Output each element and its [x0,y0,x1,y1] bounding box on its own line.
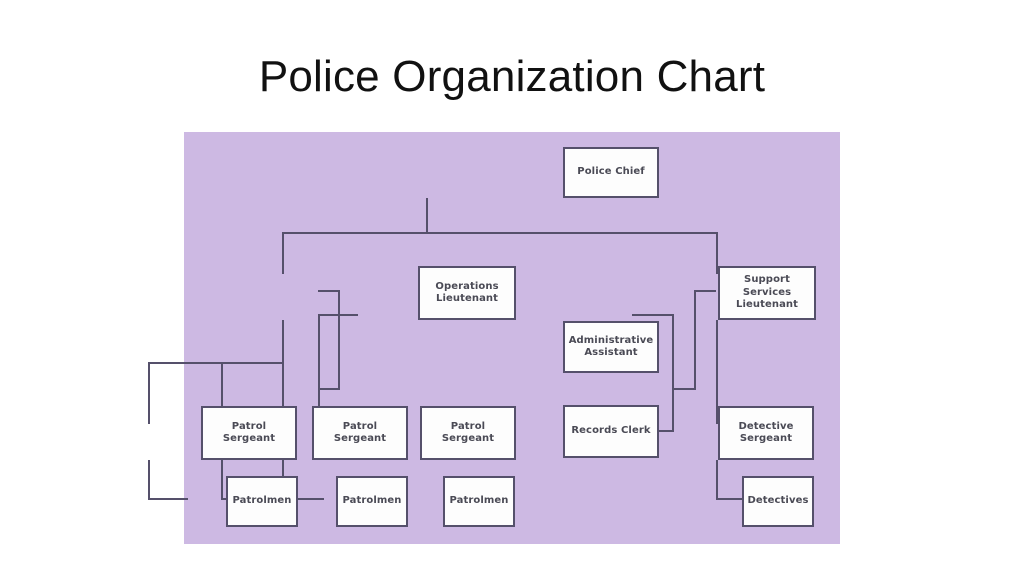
node-police-chief[interactable]: Police Chief [563,147,659,198]
connector-ps1-to-patrolmen [148,498,188,500]
connector-right-spine [672,314,674,432]
node-records-clerk[interactable]: Records Clerk [563,405,659,458]
node-patrolmen-2[interactable]: Patrolmen [336,476,408,527]
node-police-chief-label: Police Chief [577,166,645,178]
node-support-services-lieutenant-label: Support Services Lieutenant [735,274,799,311]
node-detective-sergeant-label: Detective Sergeant [738,420,794,445]
node-records-clerk-label: Records Clerk [571,425,651,437]
node-patrolmen-2-label: Patrolmen [342,495,402,507]
page-title: Police Organization Chart [258,52,766,101]
connector-support-side-drop [694,290,696,390]
node-patrolmen-3-label: Patrolmen [449,495,509,507]
node-patrol-sergeant-3-label: Patrol Sergeant [441,420,495,445]
org-chart-panel: Police Chief Operations Lieutenant Suppo… [148,132,840,544]
node-detective-sergeant[interactable]: Detective Sergeant [718,406,814,460]
node-detectives-label: Detectives [747,495,809,507]
node-patrol-sergeant-2[interactable]: Patrol Sergeant [312,406,408,460]
connector-ops-to-ps2 [221,362,223,424]
node-patrolmen-1[interactable]: Patrolmen [226,476,298,527]
node-administrative-assistant-label: Administrative Assistant [568,334,654,359]
connector-chief-to-ops [282,232,284,274]
node-patrolmen-3[interactable]: Patrolmen [443,476,515,527]
connector-ops-to-ps1 [148,362,150,424]
connector-left-spine [318,314,320,432]
node-patrol-sergeant-1-label: Patrol Sergeant [222,420,276,445]
node-operations-lieutenant[interactable]: Operations Lieutenant [418,266,516,320]
connector-ps1-drop [148,460,150,500]
connector-ops-stem [282,320,284,424]
connector-support-to-detective-sergeant [716,320,718,424]
connector-chief-to-support [716,232,718,274]
connector-ops-side-foot [318,388,340,390]
connector-chief-stem [426,198,428,232]
connector-ps3-to-patrolmen [282,498,324,500]
node-operations-lieutenant-label: Operations Lieutenant [435,280,499,305]
connector-ds-to-detectives [716,498,744,500]
node-patrolmen-1-label: Patrolmen [232,495,292,507]
connector-ops-side-stub [318,290,340,292]
connector-support-side-stub [694,290,716,292]
node-patrol-sergeant-1[interactable]: Patrol Sergeant [201,406,297,460]
node-administrative-assistant[interactable]: Administrative Assistant [563,321,659,373]
node-support-services-lieutenant[interactable]: Support Services Lieutenant [718,266,816,320]
connector-ops-side-drop [338,290,340,390]
connector-ps2-drop [221,460,223,500]
connector-chief-bus [282,232,718,234]
node-patrol-sergeant-3[interactable]: Patrol Sergeant [420,406,516,460]
node-patrol-sergeant-2-label: Patrol Sergeant [333,420,387,445]
connector-left-to-admin [318,314,358,316]
node-detectives[interactable]: Detectives [742,476,814,527]
connector-right-to-admin [632,314,674,316]
connector-support-side-foot [672,388,696,390]
connector-ds-drop [716,460,718,500]
connector-ops-patrol-bus [148,362,284,364]
